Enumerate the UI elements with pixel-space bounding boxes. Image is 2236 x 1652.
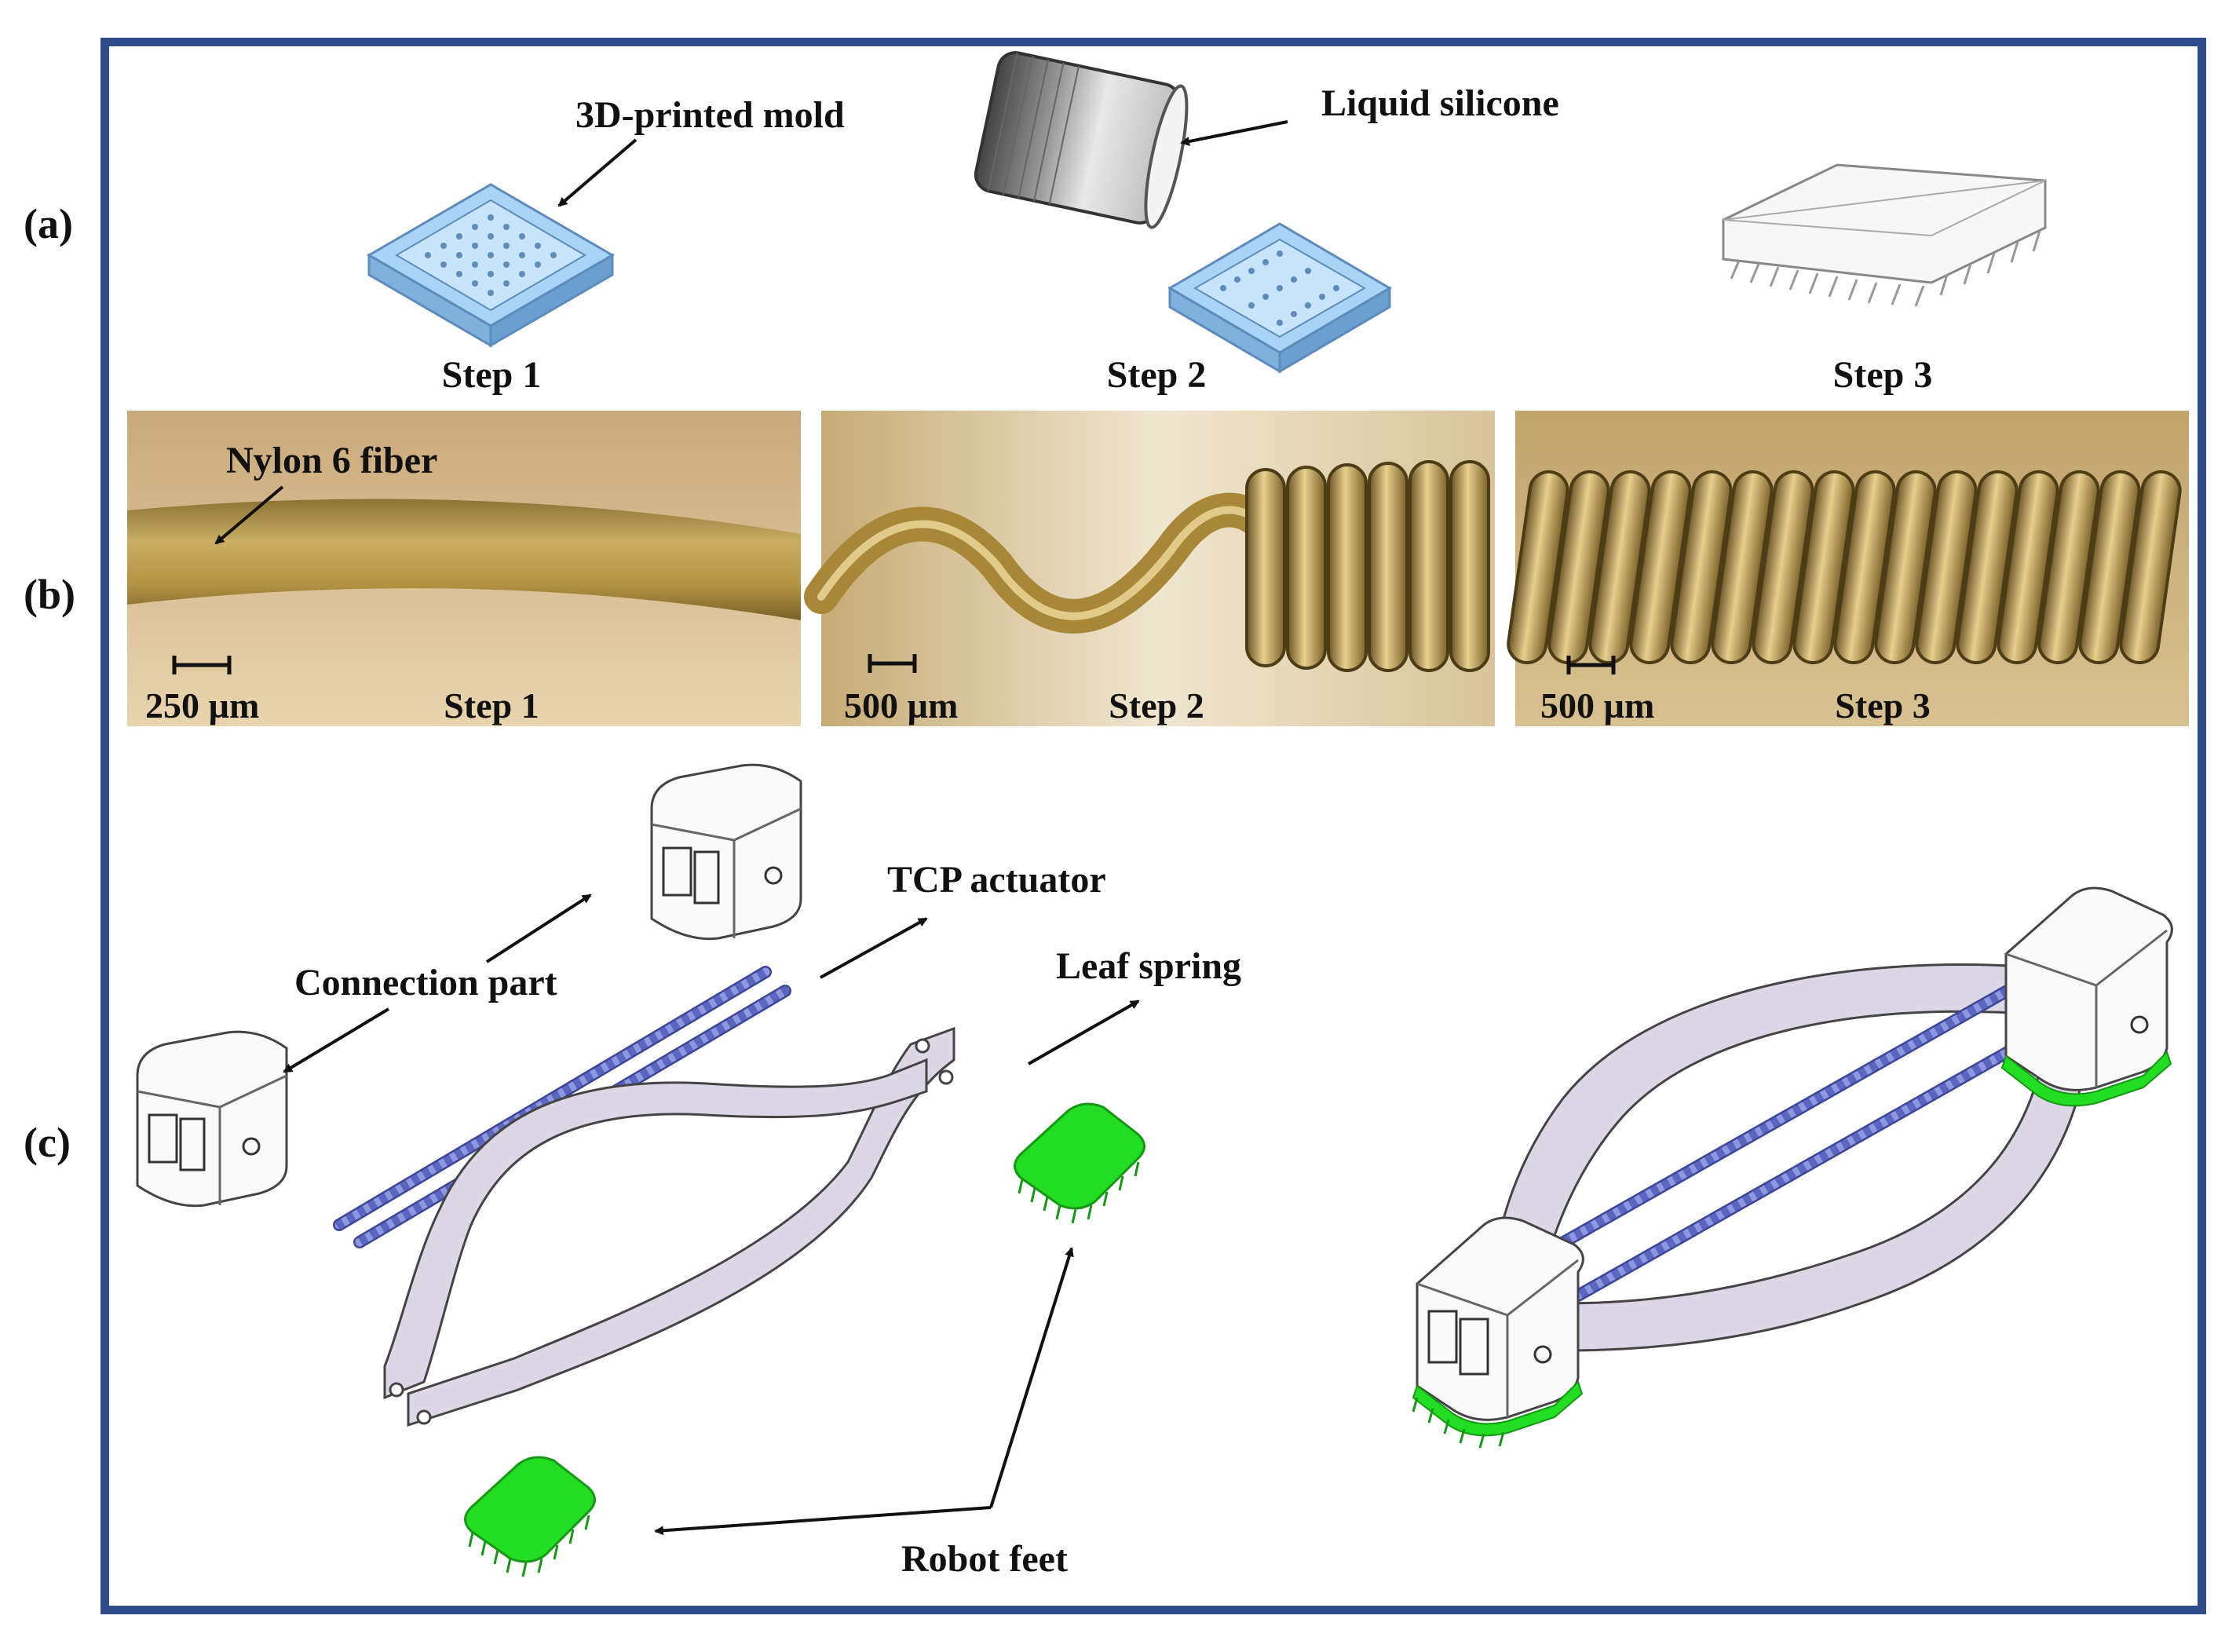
arrow-feet-right [989,1247,1074,1508]
mold-step1 [367,183,615,348]
scale-label-3: 500 µm [1540,685,1655,725]
mold-step2 [1167,222,1392,374]
coil-step2 [1245,460,1490,672]
arrow-feet-left [654,1506,992,1536]
step-label-a1: Step 1 [441,354,542,396]
arrow-fiber [214,485,284,545]
annotation-tcp: TCP actuator [887,859,1106,901]
panel-b-graphics [127,411,2189,726]
step-label-a2: Step 2 [1106,354,1207,396]
arrow-tcp [820,917,928,979]
panel-label-b: (b) [24,571,75,618]
connection-part-top [650,763,802,941]
annotation-fiber: Nylon 6 fiber [226,440,438,481]
panel-label-a: (a) [24,200,73,247]
annotation-spring: Leaf spring [1056,945,1242,987]
arrow-silicone [1180,120,1288,146]
step-label-a3: Step 3 [1832,354,1933,396]
panel-a-graphics [367,51,2047,374]
photo-step-label-1: Step 1 [444,685,539,725]
leaf-spring [383,1026,955,1427]
nylon-fiber [127,499,801,620]
assembled-robot [1412,886,2173,1449]
panel-c-graphics [136,763,2173,1577]
photo-step-label-3: Step 3 [1835,685,1931,725]
arrow-connection-top [485,894,592,963]
figure-frame [100,38,2206,1614]
scale-bar-1 [172,656,232,674]
robot-foot-right [1014,1102,1145,1224]
annotation-connection: Connection part [294,962,557,1003]
annotation-mold: 3D-printed mold [575,94,845,136]
scale-label-2: 500 µm [844,685,959,725]
coil-step3 [1507,470,2182,665]
scale-bar-3 [1566,656,1616,674]
arrow-connection-left [283,1007,390,1073]
robot-foot-left [464,1456,596,1577]
annotation-silicone: Liquid silicone [1321,82,1559,124]
connection-part-left [136,1030,288,1208]
silicone-cup [974,51,1189,229]
arrow-mold [557,138,638,207]
arrow-spring [1028,1000,1140,1065]
photo-step-label-2: Step 2 [1109,685,1204,725]
silicone-pad-step3 [1722,163,2047,307]
panel-label-c: (c) [24,1119,71,1166]
annotation-feet: Robot feet [901,1538,1068,1580]
scale-bar-2 [868,654,917,673]
scale-label-1: 250 µm [145,685,260,725]
